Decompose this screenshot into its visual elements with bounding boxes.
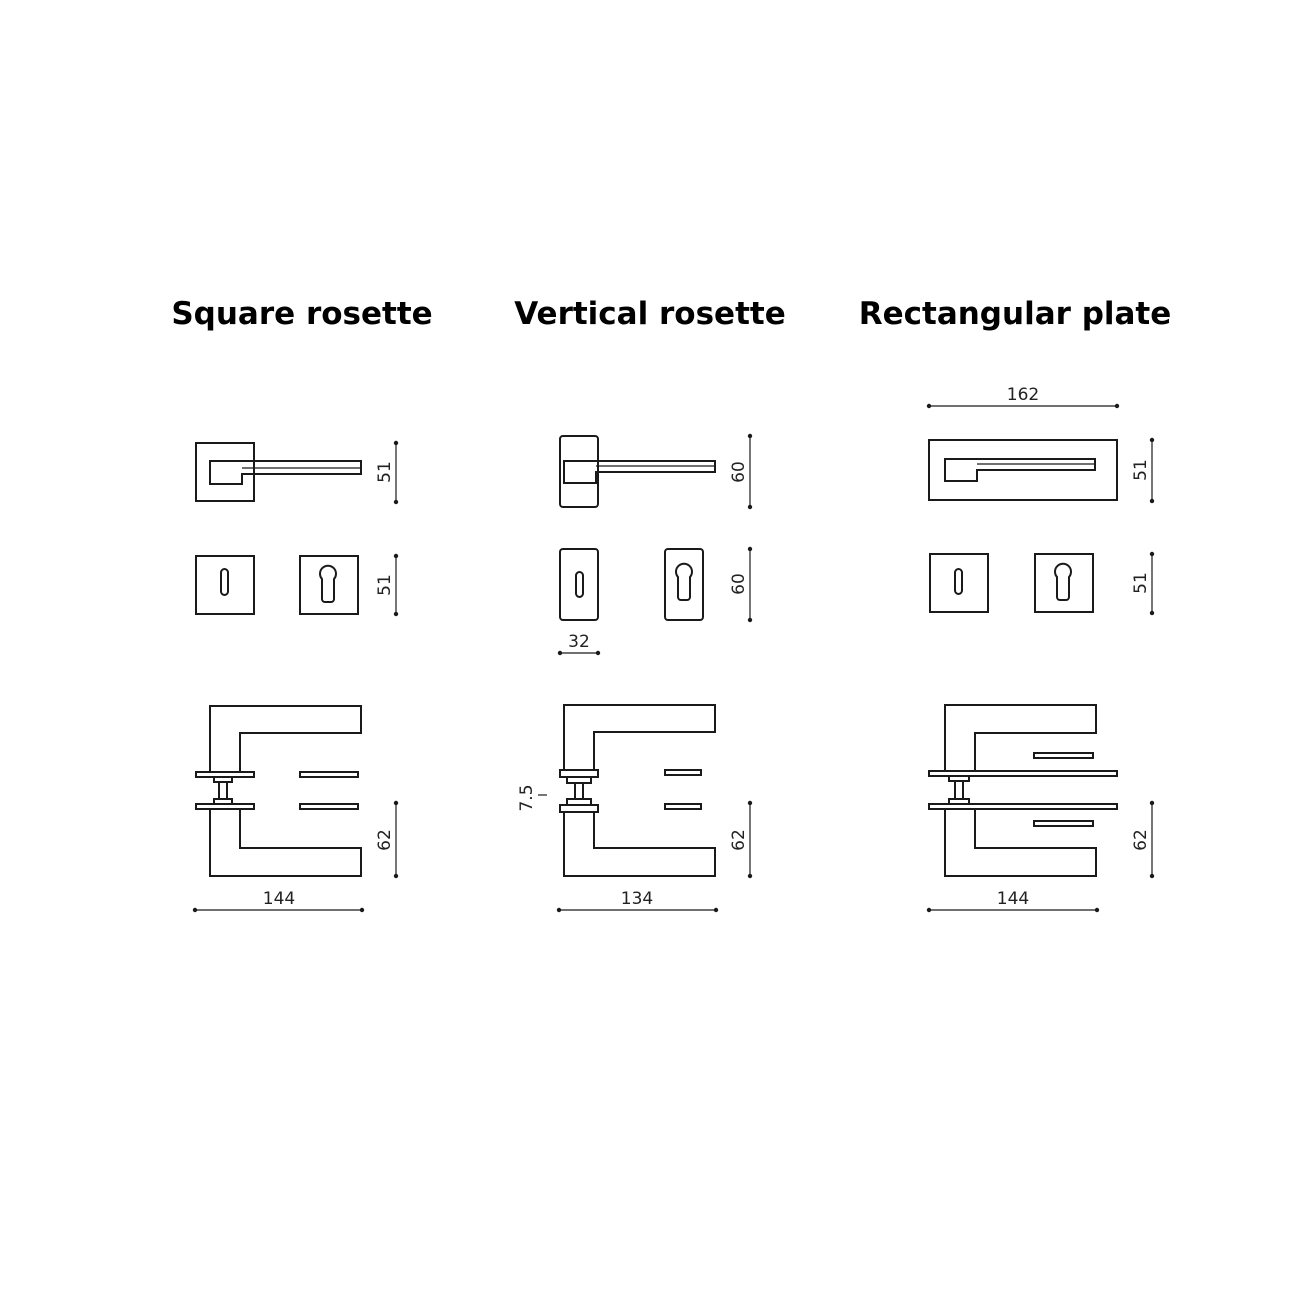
dim-top-height: 51 bbox=[375, 440, 399, 505]
keyhole-rosette-outline bbox=[195, 555, 255, 615]
lever-handle bbox=[209, 460, 362, 485]
title-rectangular-plate: Rectangular plate bbox=[858, 296, 1172, 332]
square-rosette-top-view bbox=[195, 442, 362, 502]
keyhole-slot bbox=[954, 568, 963, 595]
dim-label: 51 bbox=[375, 574, 395, 596]
rosette-outline bbox=[195, 442, 255, 502]
upper-lever bbox=[944, 704, 1097, 771]
vertical-rosette-keyholes bbox=[559, 548, 704, 621]
upper-lever bbox=[563, 704, 716, 770]
dim-top-height: 51 bbox=[1131, 437, 1155, 504]
keyhole-slot bbox=[575, 571, 584, 598]
dim-label: 51 bbox=[1131, 459, 1151, 481]
dim-label: 7.5 bbox=[517, 784, 537, 811]
dim-label: 144 bbox=[263, 889, 295, 909]
dim-label: 62 bbox=[1131, 829, 1151, 851]
escutcheon-profile bbox=[299, 803, 359, 810]
dim-label: 60 bbox=[729, 461, 749, 483]
dim-side-height: 62 bbox=[729, 800, 753, 879]
dim-label: 144 bbox=[997, 889, 1029, 909]
escutcheon-profile bbox=[299, 771, 359, 778]
cylinder-rosette-outline bbox=[664, 548, 704, 621]
upper-lever bbox=[209, 705, 362, 772]
square-rosette-drawings: 51 51 62 bbox=[192, 440, 399, 913]
lower-lever bbox=[944, 809, 1097, 877]
dim-spacer: 7.5 bbox=[517, 784, 547, 812]
dim-label: 62 bbox=[375, 829, 395, 851]
spindle bbox=[574, 782, 584, 800]
dim-label: 162 bbox=[1007, 385, 1039, 405]
square-rosette-keyholes bbox=[195, 555, 359, 615]
escutcheon-profile bbox=[664, 803, 702, 810]
vertical-rosette-side-view bbox=[559, 704, 716, 877]
cylinder-hole bbox=[675, 562, 693, 601]
plate-outline bbox=[928, 439, 1118, 501]
dim-side-height: 62 bbox=[1131, 800, 1155, 879]
dim-label: 62 bbox=[729, 829, 749, 851]
spindle bbox=[218, 781, 228, 800]
title-square-rosette: Square rosette bbox=[171, 296, 433, 332]
cylinder-rosette-outline bbox=[1034, 553, 1094, 613]
dim-keyhole-height: 51 bbox=[1131, 551, 1155, 616]
rectangular-plate-top-view bbox=[928, 439, 1118, 501]
dim-side-width: 144 bbox=[926, 889, 1100, 913]
dim-label: 134 bbox=[621, 889, 653, 909]
title-vertical-rosette: Vertical rosette bbox=[514, 296, 786, 332]
cylinder-hole bbox=[319, 564, 337, 603]
lever-handle bbox=[563, 460, 716, 484]
escutcheon-profile bbox=[1033, 820, 1094, 827]
rectangular-plate-side-view bbox=[928, 704, 1118, 877]
rectangular-plate-drawings: 162 51 51 bbox=[926, 385, 1155, 913]
dim-label: 51 bbox=[1131, 572, 1151, 594]
dim-keyhole-height: 60 bbox=[729, 546, 753, 623]
dim-label: 60 bbox=[729, 573, 749, 595]
dim-label: 32 bbox=[568, 632, 590, 652]
lower-plate-profile bbox=[928, 803, 1118, 810]
lower-rosette-base bbox=[559, 804, 599, 813]
dim-keyhole-width: 32 bbox=[557, 632, 601, 656]
spindle bbox=[954, 780, 964, 800]
rectangular-plate-keyholes bbox=[929, 553, 1094, 613]
dim-side-width: 144 bbox=[192, 889, 365, 913]
escutcheon-profile bbox=[664, 769, 702, 776]
upper-plate-profile bbox=[928, 770, 1118, 777]
dim-label: 51 bbox=[375, 461, 395, 483]
rosette-outline bbox=[559, 435, 599, 508]
escutcheon-profile bbox=[1033, 752, 1094, 759]
dim-keyhole-height: 51 bbox=[375, 553, 399, 617]
dim-top-height: 60 bbox=[729, 433, 753, 510]
upper-rosette-base bbox=[559, 769, 599, 778]
keyhole-rosette-outline bbox=[929, 553, 989, 613]
cylinder-hole bbox=[1054, 562, 1072, 601]
keyhole-slot bbox=[220, 568, 229, 596]
dim-plate-width: 162 bbox=[926, 385, 1120, 409]
vertical-rosette-drawings: 60 60 32 bbox=[517, 433, 753, 913]
lever-handle bbox=[944, 458, 1096, 482]
lower-lever bbox=[209, 810, 362, 877]
keyhole-rosette-outline bbox=[559, 548, 599, 621]
vertical-rosette-top-view bbox=[559, 435, 716, 508]
square-rosette-side-view bbox=[195, 705, 362, 877]
cylinder-rosette-outline bbox=[299, 555, 359, 615]
dim-side-width: 134 bbox=[556, 889, 719, 913]
dim-side-height: 62 bbox=[375, 800, 399, 879]
lower-lever bbox=[563, 812, 716, 877]
